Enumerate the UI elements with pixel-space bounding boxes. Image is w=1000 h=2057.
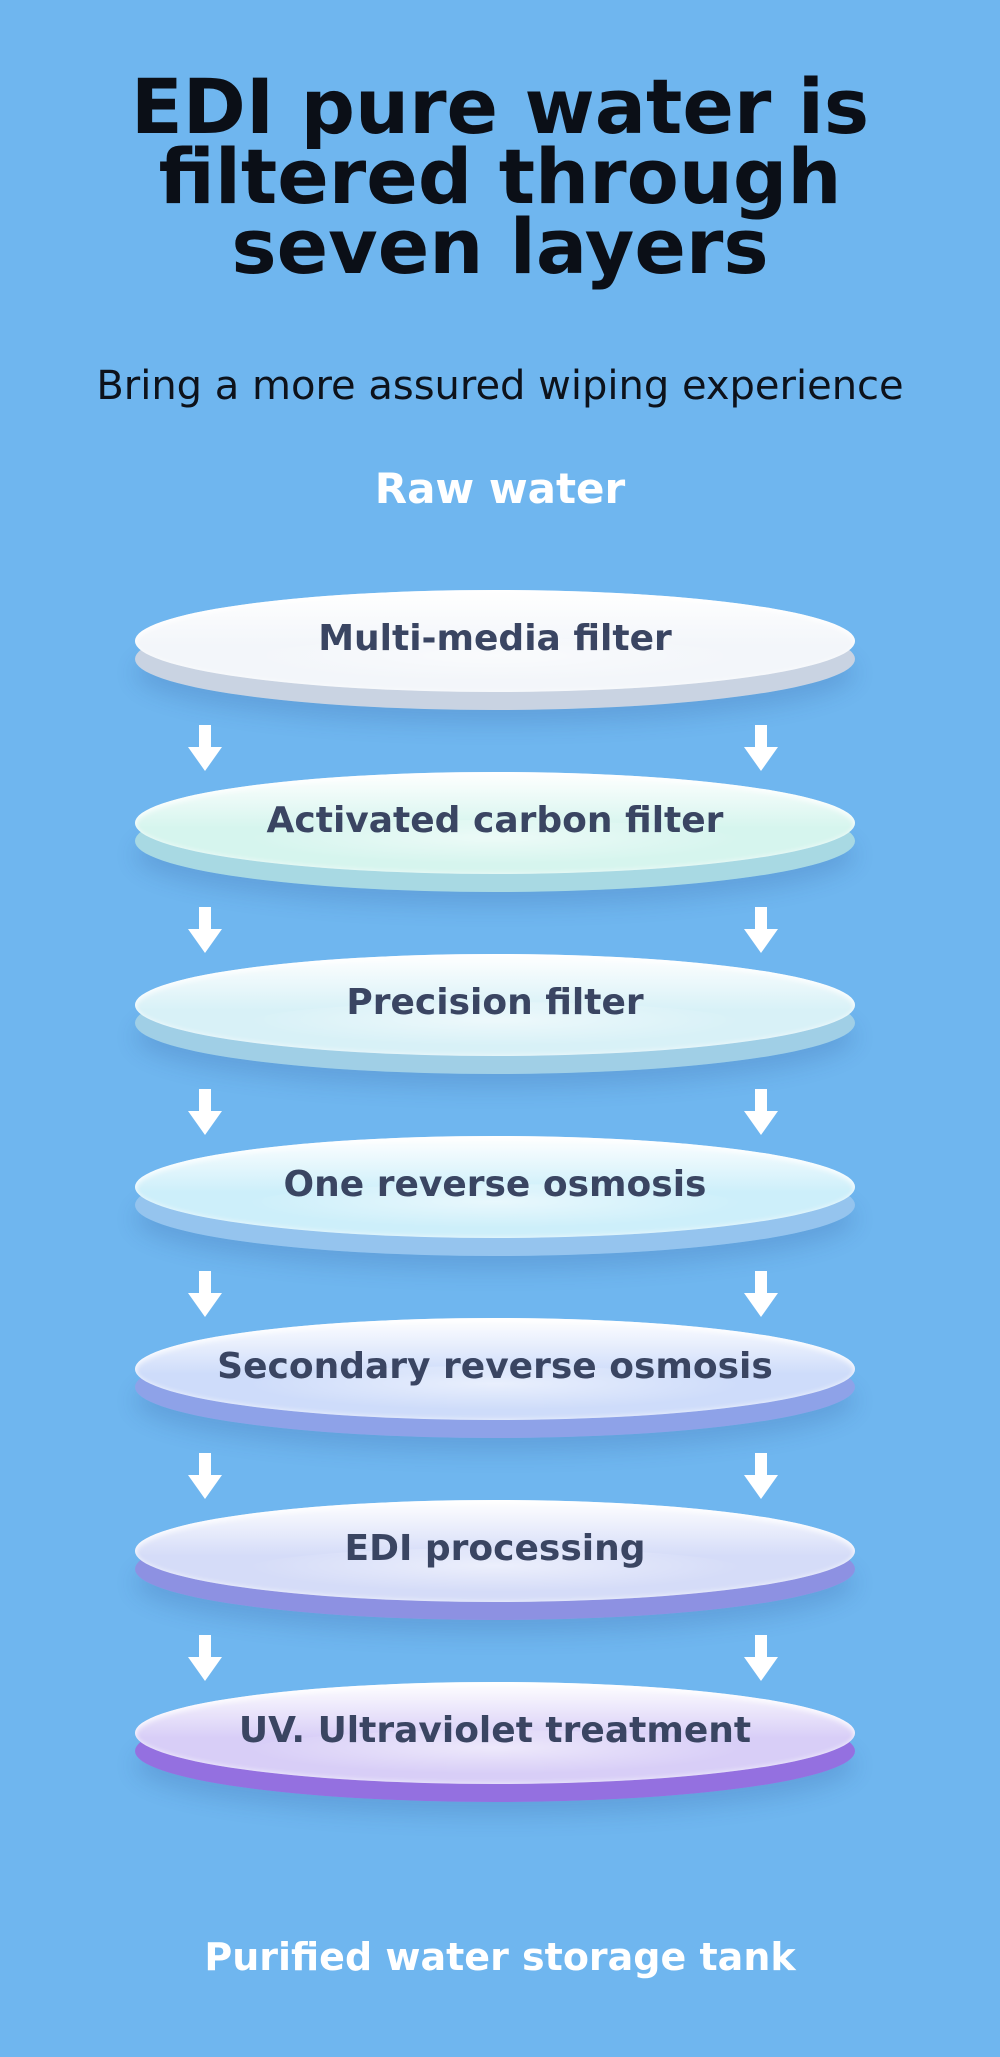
filter-layer: Secondary reverse osmosis [135,1318,855,1438]
filter-layer: EDI processing [135,1500,855,1620]
title-line: EDI pure water is [130,62,870,151]
filter-layer-label: Activated carbon filter [266,800,724,841]
down-arrow-icon [744,725,778,771]
down-arrow-icon [188,907,222,953]
down-arrow-icon [188,725,222,771]
page-title: EDI pure water is filtered through seven… [80,69,920,285]
down-arrow-icon [188,1089,222,1135]
filter-layer-sheen [245,638,745,682]
down-arrow-icon [188,1271,222,1317]
down-arrow-icon [188,1453,222,1499]
filter-layer-label: Precision filter [346,982,644,1023]
filter-layer-label: One reverse osmosis [283,1164,707,1205]
title-line: seven layers [231,202,769,291]
down-arrow-icon [744,1453,778,1499]
filter-layer-label: EDI processing [344,1528,646,1569]
filter-layer-sheen [245,1730,745,1774]
filter-layer-sheen [245,1184,745,1228]
down-arrow-icon [744,1271,778,1317]
down-arrow-icon [744,907,778,953]
down-arrow-icon [744,1635,778,1681]
filter-layer-label: Secondary reverse osmosis [217,1346,773,1387]
raw-water-label: Raw water [374,464,626,513]
filter-layer: One reverse osmosis [135,1136,855,1256]
filter-layer-sheen [245,820,745,864]
filter-layer: UV. Ultraviolet treatment [135,1682,855,1802]
filter-layer-sheen [245,1002,745,1046]
filter-layer: Precision filter [135,954,855,1074]
filter-layer: Activated carbon filter [135,772,855,892]
filter-layer-sheen [245,1548,745,1592]
subtitle: Bring a more assured wiping experience [96,363,904,409]
filter-layer: Multi-media filter [135,590,855,710]
filter-layer-sheen [245,1366,745,1410]
filter-layer-label: UV. Ultraviolet treatment [238,1710,752,1751]
down-arrow-icon [188,1635,222,1681]
filter-layer-label: Multi-media filter [318,618,672,659]
down-arrow-icon [744,1089,778,1135]
storage-tank-label: Purified water storage tank [204,1935,796,1979]
title-line: filtered through [158,132,842,221]
